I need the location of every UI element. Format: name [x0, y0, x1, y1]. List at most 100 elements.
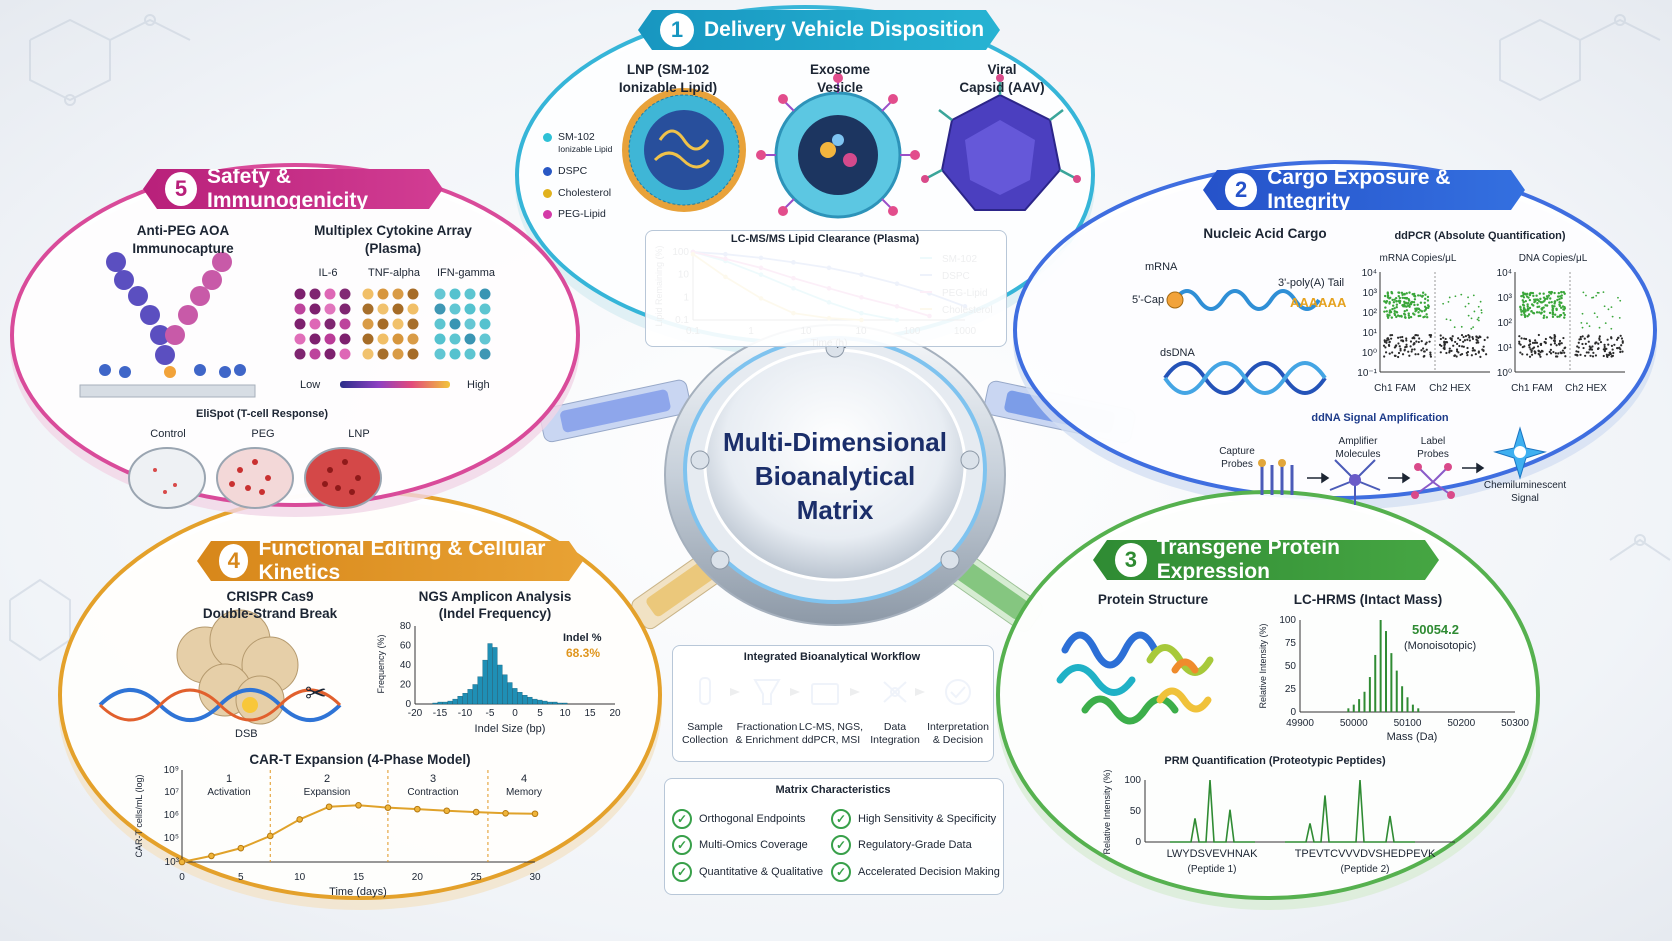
crispr-label-1: CRISPR Cas9 [226, 589, 314, 604]
cytokine-spot [339, 288, 351, 300]
droplet-negative [1440, 344, 1443, 348]
droplet-negative [1429, 334, 1433, 337]
droplet-scatter [1453, 326, 1456, 329]
droplet-positive [1560, 296, 1563, 300]
axis-label: Relative Intensity (%) [1258, 623, 1268, 708]
protein-structure [1056, 631, 1214, 725]
droplet-negative [1539, 351, 1542, 354]
droplet-negative [1396, 336, 1400, 339]
droplet-negative [1390, 333, 1394, 337]
droplet-positive [1388, 314, 1391, 317]
droplet-positive [1545, 297, 1549, 300]
ch2-label-b: Ch2 HEX [1565, 383, 1607, 394]
droplet-scatter [1464, 305, 1467, 308]
indel-bar [547, 701, 553, 705]
tick-label: 10¹ [1363, 328, 1378, 339]
cytokine-label-2: (Plasma) [364, 241, 422, 256]
tick-label: 50200 [1447, 718, 1475, 729]
droplet-negative [1583, 337, 1586, 340]
tick-label: 10³ [1498, 293, 1513, 304]
cytokine-spot [392, 288, 404, 300]
cytokine-spot [339, 303, 351, 315]
workflow-step-5: Interpretation& Decision [927, 721, 989, 746]
amplifier-label-2: Molecules [1335, 449, 1381, 460]
droplet-positive [1413, 303, 1416, 307]
cytokine-spot [294, 318, 306, 330]
droplet-positive [1386, 316, 1390, 319]
droplet-positive [1390, 316, 1394, 319]
droplet-scatter [1580, 321, 1583, 324]
droplet-positive [1403, 293, 1406, 296]
cytokine-spot [464, 333, 476, 345]
cytokine-spot [324, 333, 336, 345]
indel-bar [542, 700, 548, 705]
title-cargo: 2 Cargo Exposure & Integrity [1203, 170, 1525, 210]
phase1-num: 1 [225, 773, 233, 785]
droplet-negative [1382, 344, 1386, 347]
droplet-positive [1556, 315, 1559, 319]
droplet-positive [1521, 299, 1524, 302]
droplet-negative [1384, 351, 1388, 354]
droplet-positive [1425, 313, 1428, 316]
droplet-scatter [1611, 315, 1614, 318]
droplet-positive [1522, 307, 1526, 311]
droplet-positive [1421, 291, 1425, 294]
droplet-negative [1559, 351, 1562, 354]
droplet-negative [1594, 342, 1597, 345]
droplet-scatter [1473, 310, 1476, 313]
droplet-negative [1405, 339, 1408, 342]
droplet-negative [1564, 355, 1567, 358]
droplet-positive [1416, 303, 1419, 306]
droplet-positive [1561, 305, 1565, 308]
droplet-scatter [1449, 319, 1452, 322]
droplet-scatter [1595, 294, 1598, 297]
droplet-negative [1620, 344, 1623, 347]
indel-bar [457, 696, 463, 705]
droplet-negative [1388, 340, 1391, 343]
droplet-positive [1553, 300, 1557, 303]
droplet-negative [1521, 346, 1524, 349]
cytokine-spot [324, 303, 336, 315]
axis-label: Relative Intensity (%) [1102, 769, 1112, 854]
droplet-positive [1392, 304, 1395, 307]
droplet-positive [1524, 310, 1527, 313]
droplet-positive [1540, 307, 1543, 310]
workflow-step-2: Fractionation& Enrichment [735, 721, 799, 746]
droplet-negative [1602, 354, 1605, 358]
droplet-positive [1545, 295, 1549, 298]
center-title-line1: Multi-Dimensional [723, 427, 947, 457]
droplet-negative [1520, 337, 1523, 340]
droplet-negative [1462, 335, 1465, 339]
droplet-positive [1560, 290, 1563, 294]
droplet-negative [1549, 343, 1553, 346]
droplet-negative [1597, 347, 1600, 350]
droplet-negative [1411, 337, 1414, 340]
droplet-positive [1553, 305, 1556, 308]
ngs-label-1: NGS Amplicon Analysis [418, 589, 572, 604]
droplet-negative [1479, 355, 1482, 358]
droplet-positive [1423, 301, 1426, 305]
droplet-positive [1559, 314, 1562, 317]
droplet-positive [1550, 290, 1553, 294]
cytokine-spot [479, 333, 491, 345]
droplet-scatter [1610, 306, 1613, 309]
droplet-positive [1426, 304, 1430, 307]
phase3-num: 3 [429, 773, 437, 785]
droplet-negative [1619, 334, 1622, 337]
droplet-scatter [1602, 291, 1605, 294]
cytokine-spot [309, 333, 321, 345]
droplet-negative [1561, 349, 1565, 352]
indel-bar [562, 702, 568, 705]
droplet-negative [1413, 337, 1416, 340]
cart-title: CAR-T Expansion (4-Phase Model) [249, 752, 471, 767]
droplet-negative [1420, 349, 1423, 352]
cytokine-spot [294, 288, 306, 300]
droplet-negative [1429, 353, 1432, 356]
droplet-negative [1563, 351, 1566, 354]
droplet-negative [1454, 340, 1457, 344]
aav-capsid [921, 74, 1081, 211]
exosome-label-line1: Exosome [809, 62, 871, 77]
droplet-positive [1400, 314, 1403, 318]
tick-label: 25 [471, 872, 483, 883]
droplet-negative [1389, 334, 1392, 337]
